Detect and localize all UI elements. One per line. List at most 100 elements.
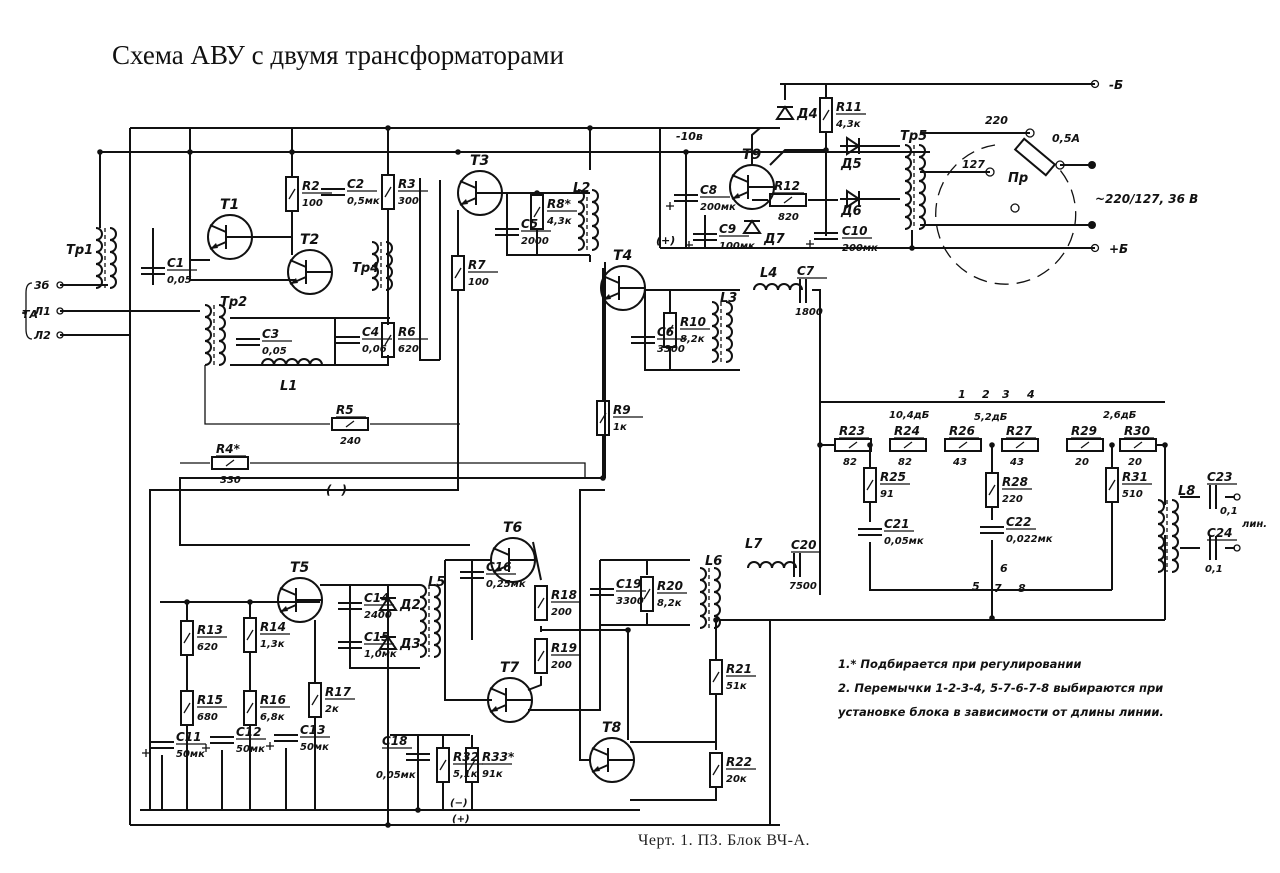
inductor-L2: L2: [573, 181, 599, 251]
line-output-label: лин.: [1242, 519, 1267, 530]
junction: [289, 149, 295, 155]
component-value: 43: [1009, 457, 1024, 468]
wire: [528, 560, 601, 711]
tap-220: 220: [985, 114, 1008, 127]
component-ref: T6: [503, 520, 523, 536]
switch-contact[interactable]: [1025, 128, 1035, 138]
component-ref: Тр4: [352, 261, 379, 276]
component-value: 91: [880, 489, 894, 500]
minus-10v-label: -10в: [676, 130, 703, 143]
junction: [989, 442, 995, 448]
component-ref: T1: [220, 197, 239, 213]
component-ref: C18: [382, 734, 408, 748]
inductor-L3: L3: [711, 291, 737, 363]
component-ref: R24: [894, 424, 920, 438]
line-terminal[interactable]: [1233, 544, 1241, 552]
terminal-minus-b: -Б: [1109, 78, 1123, 92]
component-ref: C2: [347, 177, 364, 191]
junction: [1162, 442, 1168, 448]
component-ref: Д6: [840, 204, 862, 219]
plus-mark: (+): [656, 234, 675, 247]
component-value: 2000: [521, 236, 549, 247]
transistor-T3: T3: [457, 153, 503, 216]
tap-127: 127: [962, 158, 985, 171]
input-terminal[interactable]: [56, 331, 64, 339]
transistor-T8: T8: [589, 720, 635, 783]
inductor-L6: L6: [699, 554, 722, 629]
input-terminal[interactable]: [56, 281, 64, 289]
component-value: 620: [398, 344, 419, 355]
component-ref: R21: [726, 662, 752, 676]
resistor-R10: R10 8,2к: [663, 312, 710, 348]
component-value: 7500: [789, 581, 817, 592]
component-value: 3300: [657, 344, 685, 355]
switch-contact[interactable]: [985, 167, 995, 177]
component-ref: R10: [680, 315, 706, 329]
line-terminal[interactable]: [1233, 493, 1241, 501]
component-value: 91к: [482, 769, 503, 780]
terminal[interactable]: [1090, 79, 1100, 89]
jumper-pin-label: 2: [982, 388, 990, 401]
jumper-pin-label: 8: [1018, 582, 1026, 595]
component-ref: R25: [880, 470, 906, 484]
mains-terminal[interactable]: [1088, 161, 1096, 169]
wire: [751, 127, 761, 165]
junction: [184, 599, 190, 605]
component-ref: R17: [325, 685, 352, 699]
junction: [385, 822, 391, 828]
polarity-plus-icon: [142, 749, 150, 757]
terminal[interactable]: [1090, 243, 1100, 253]
component-ref: Д5: [840, 157, 862, 172]
wire: [630, 788, 717, 801]
component-value: 200: [551, 660, 572, 671]
note-1: 1.* Подбирается при регулировании: [838, 657, 1082, 671]
wire: [179, 436, 604, 546]
component-value: 100: [468, 277, 489, 288]
component-ref: T7: [500, 660, 520, 676]
component-ref: R26: [949, 424, 975, 438]
component-ref: R19: [551, 641, 577, 655]
component-ref: C1: [167, 256, 184, 270]
notes: 1.* Подбирается при регулировании 2. Пер…: [838, 652, 1164, 724]
component-ref: Д3: [399, 637, 421, 652]
component-ref: L2: [573, 181, 590, 196]
component-value: 0,1: [1220, 506, 1238, 517]
component-value: 1,0мк: [364, 649, 397, 660]
capacitor-C4: C40,06: [336, 325, 392, 355]
component-ref: Д2: [399, 598, 421, 613]
component-ref: Тр1: [66, 243, 93, 258]
component-value: 300: [398, 196, 419, 207]
switch-contact[interactable]: [1055, 160, 1065, 170]
wire: [869, 542, 1112, 591]
mains-terminal[interactable]: [1088, 221, 1096, 229]
input-terminal-label: Л1: [33, 305, 51, 318]
component-value: 20: [1075, 457, 1089, 468]
component-ref: R8*: [547, 197, 572, 211]
wire: [1155, 444, 1166, 505]
wire: [644, 290, 740, 371]
wire: [204, 365, 330, 425]
component-ref: T8: [602, 720, 622, 736]
component-value: 8,2к: [680, 334, 705, 345]
component-ref: C10: [842, 224, 868, 238]
component-value: 0,022мк: [1006, 534, 1053, 545]
component-value: 200мк: [700, 202, 736, 213]
input-terminal[interactable]: [56, 307, 64, 315]
switch-contact[interactable]: [1010, 203, 1020, 213]
component-value: 8,2к: [657, 598, 682, 609]
junction: [713, 617, 719, 623]
wire: [527, 676, 542, 691]
component-value: 82: [843, 457, 857, 468]
wire: [149, 290, 459, 810]
